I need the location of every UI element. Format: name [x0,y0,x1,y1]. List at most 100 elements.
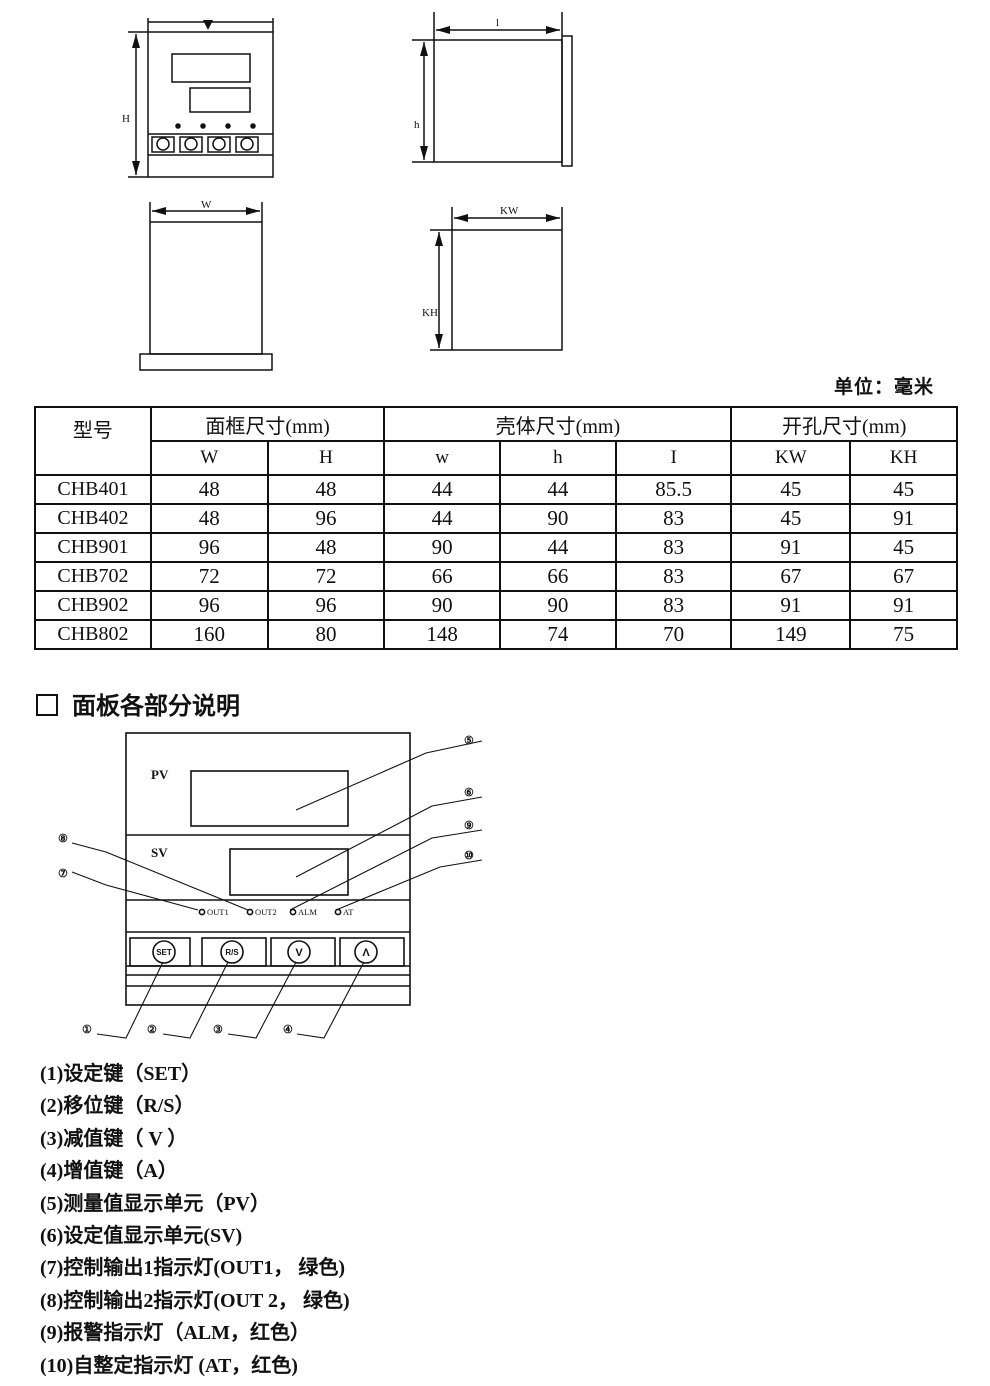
dim-label-h: h [414,119,420,131]
side-view-drawing [412,12,573,167]
description-list: (1)设定键（SET） (2)移位键（R/S） (3)减值键（ V ） (4)增… [40,1058,350,1382]
description-item: (6)设定值显示单元(SV) [40,1224,243,1247]
led-out2 [246,908,254,916]
description-item: (2)移位键（R/S） [40,1095,195,1118]
unit-note: 单位：毫米 [834,376,935,398]
model-cell: CHB901 [34,532,152,563]
callout-5: ⑤ [464,735,474,747]
checkbox-square-icon [36,694,58,716]
description-item: (1)设定键（SET） [40,1063,202,1085]
model-header: 型号 [34,406,152,476]
value-cell: 66 [499,561,617,592]
callout-8: ⑧ [58,833,68,845]
value-cell: 75 [849,619,958,650]
callout-4: ④ [283,1024,293,1036]
rs-key[interactable] [201,937,267,967]
value-cell: 96 [149,532,269,563]
set-key[interactable] [129,937,191,967]
top-view-drawing [139,202,273,371]
description-item: (7)控制输出1指示灯(OUT1， 绿色) [40,1257,345,1280]
model-cell: CHB702 [34,561,152,592]
value-cell: 44 [383,503,502,534]
model-cell: CHB402 [34,503,152,534]
subheader-H: H [266,440,386,476]
sv-display [229,848,349,896]
dim-label-KH: KH [422,307,438,319]
group-header-cutout: 开孔尺寸(mm) [730,406,958,442]
value-cell: 96 [266,503,386,534]
section-title-text: 面板各部分说明 [72,691,240,720]
callout-2: ② [147,1024,157,1036]
dim-label-W: W [201,199,212,211]
value-cell: 83 [614,532,733,563]
value-cell: 148 [383,619,502,650]
subheader-h: h [499,440,617,476]
led-out1 [198,908,206,916]
value-cell: 96 [266,590,386,621]
key-label-set: SET [156,948,172,957]
up-key[interactable] [339,937,405,967]
value-cell: 90 [383,590,502,621]
panel-diagram: PV SV OUT1 OUT2 ALM AT SET R/S V Λ ⑦ ⑧ ⑤… [58,732,483,1039]
value-cell: 67 [730,561,852,592]
value-cell: 45 [730,503,852,534]
value-cell: 48 [266,474,386,505]
value-cell: 96 [149,590,269,621]
value-cell: 91 [849,503,958,534]
callout-3: ③ [213,1024,223,1036]
callout-9: ⑨ [464,820,474,832]
subheader-KH: KH [849,440,958,476]
value-cell: 85.5 [614,474,733,505]
value-cell: 83 [614,503,733,534]
front-view-drawing [128,18,274,178]
down-key[interactable] [270,937,336,967]
value-cell: 91 [730,590,852,621]
pv-display [190,770,349,827]
value-cell: 91 [730,532,852,563]
value-cell: 90 [383,532,502,563]
dim-label-l: l [496,17,499,29]
model-cell: CHB802 [34,619,152,650]
panel-outline [125,732,411,1006]
value-cell: 83 [614,590,733,621]
led-label-out2: OUT2 [255,907,277,917]
description-item: (10)自整定指示灯 (AT，红色) [40,1354,298,1377]
dim-label-KW: KW [500,205,519,217]
subheader-KW: KW [730,440,852,476]
dim-label-H: H [122,113,130,125]
value-cell: 67 [849,561,958,592]
dimension-table: 型号 面框尺寸(mm) 壳体尺寸(mm) 开孔尺寸(mm) W H w h I … [34,406,958,650]
value-cell: 48 [149,474,269,505]
value-cell: 83 [614,561,733,592]
value-cell: 44 [499,532,617,563]
value-cell: 70 [614,619,733,650]
value-cell: 45 [730,474,852,505]
key-label-up: Λ [362,947,370,959]
group-header-housing: 壳体尺寸(mm) [383,406,733,442]
group-header-frame: 面框尺寸(mm) [149,406,386,442]
led-label-out1: OUT1 [207,907,229,917]
callout-10: ⑩ [464,850,474,862]
value-cell: 90 [499,590,617,621]
value-cell: 149 [730,619,852,650]
value-cell: 66 [383,561,502,592]
pv-label: PV [151,767,169,782]
value-cell: 72 [149,561,269,592]
cutout-drawing [430,207,563,351]
model-cell: CHB401 [34,474,152,505]
value-cell: 91 [849,590,958,621]
subheader-W: W [149,440,269,476]
description-item: (8)控制输出2指示灯(OUT 2， 绿色) [40,1289,350,1312]
callout-7: ⑦ [58,868,68,880]
subheader-I: I [614,440,733,476]
key-label-down: V [295,947,303,959]
description-item: (5)测量值显示单元（PV） [40,1192,270,1215]
value-cell: 80 [266,619,386,650]
led-label-at: AT [343,907,354,917]
